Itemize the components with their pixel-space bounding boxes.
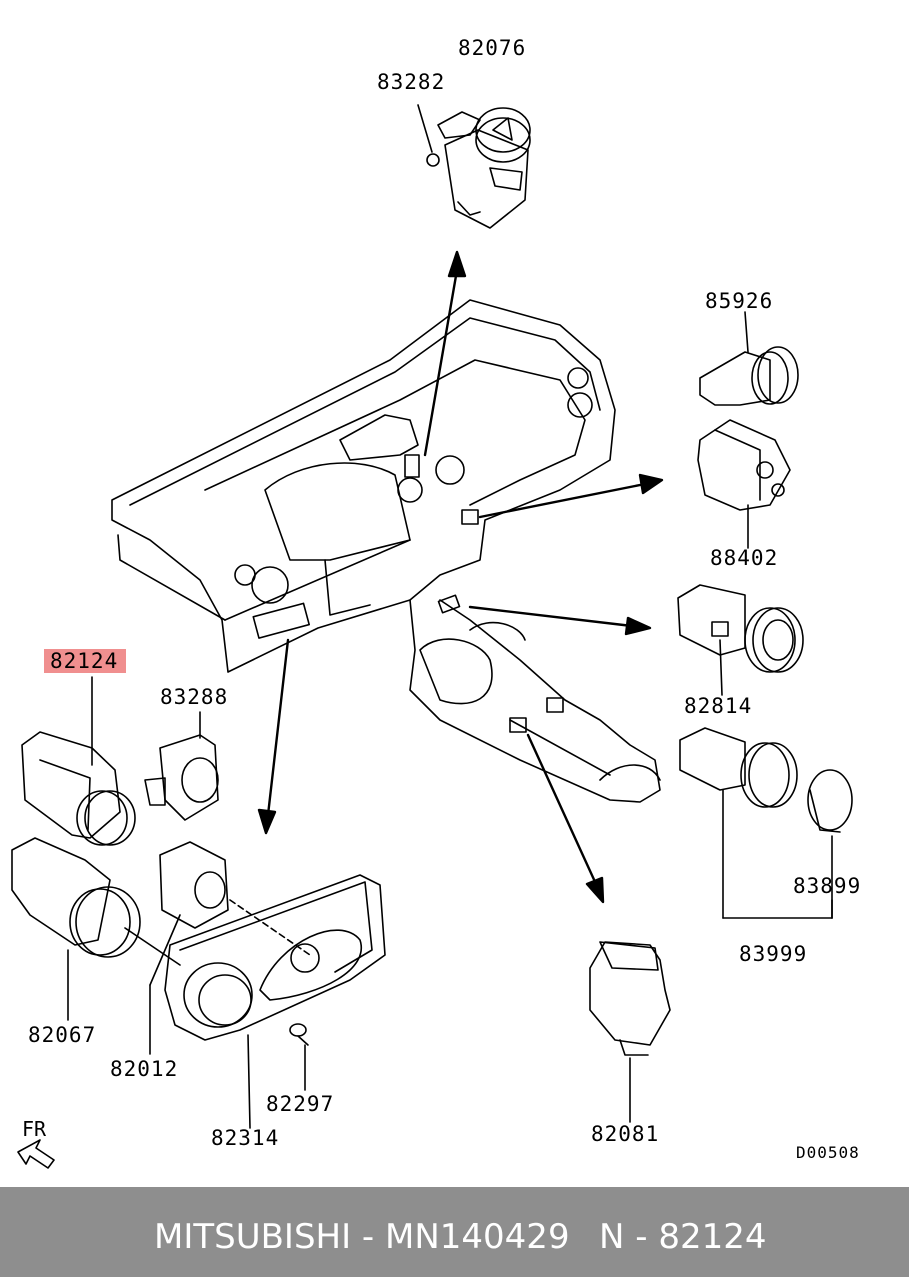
parts-diagram: 82076 83282 85926 88402 82814 82124 8328… — [11, 36, 862, 1169]
diagram-drawing — [11, 104, 853, 1169]
label-83999[interactable]: 83999 — [739, 942, 808, 966]
label-82012[interactable]: 82012 — [110, 1057, 179, 1081]
label-85926[interactable]: 85926 — [705, 289, 774, 313]
dashboard-illustration — [111, 299, 661, 803]
drawing-code: D00508 — [796, 1143, 860, 1162]
part-88402 — [697, 419, 791, 549]
part-82124 — [21, 676, 136, 846]
label-82081[interactable]: 82081 — [591, 1122, 660, 1146]
brand-part-number: MITSUBISHI - MN140429 — [154, 1217, 570, 1257]
label-82076[interactable]: 82076 — [458, 36, 527, 60]
label-82814[interactable]: 82814 — [684, 694, 753, 718]
part-83999-83899 — [679, 727, 853, 919]
reference-number: N - 82124 — [599, 1217, 767, 1257]
label-88402[interactable]: 88402 — [710, 546, 779, 570]
part-82314 — [124, 874, 386, 1129]
part-85926 — [699, 311, 799, 406]
label-83288[interactable]: 83288 — [160, 685, 229, 709]
part-82081 — [589, 941, 671, 1123]
part-82012 — [149, 841, 229, 1055]
label-82297[interactable]: 82297 — [266, 1092, 335, 1116]
front-direction-arrow — [17, 1139, 55, 1169]
label-82124-highlighted[interactable]: 82124 — [44, 649, 127, 673]
part-82814 — [677, 584, 804, 696]
part-83288 — [144, 711, 219, 821]
part-82067 — [11, 837, 141, 1021]
direction-label: FR — [22, 1117, 47, 1141]
label-82067[interactable]: 82067 — [28, 1023, 97, 1047]
part-82076-hazard-switch — [417, 104, 531, 229]
footer-bar: MITSUBISHI - MN140429 N - 82124 — [0, 1187, 909, 1277]
label-83899[interactable]: 83899 — [793, 874, 862, 898]
part-82297 — [289, 1023, 309, 1091]
leader-arrows — [257, 250, 664, 904]
label-82314[interactable]: 82314 — [211, 1126, 280, 1150]
label-83282[interactable]: 83282 — [377, 70, 446, 94]
